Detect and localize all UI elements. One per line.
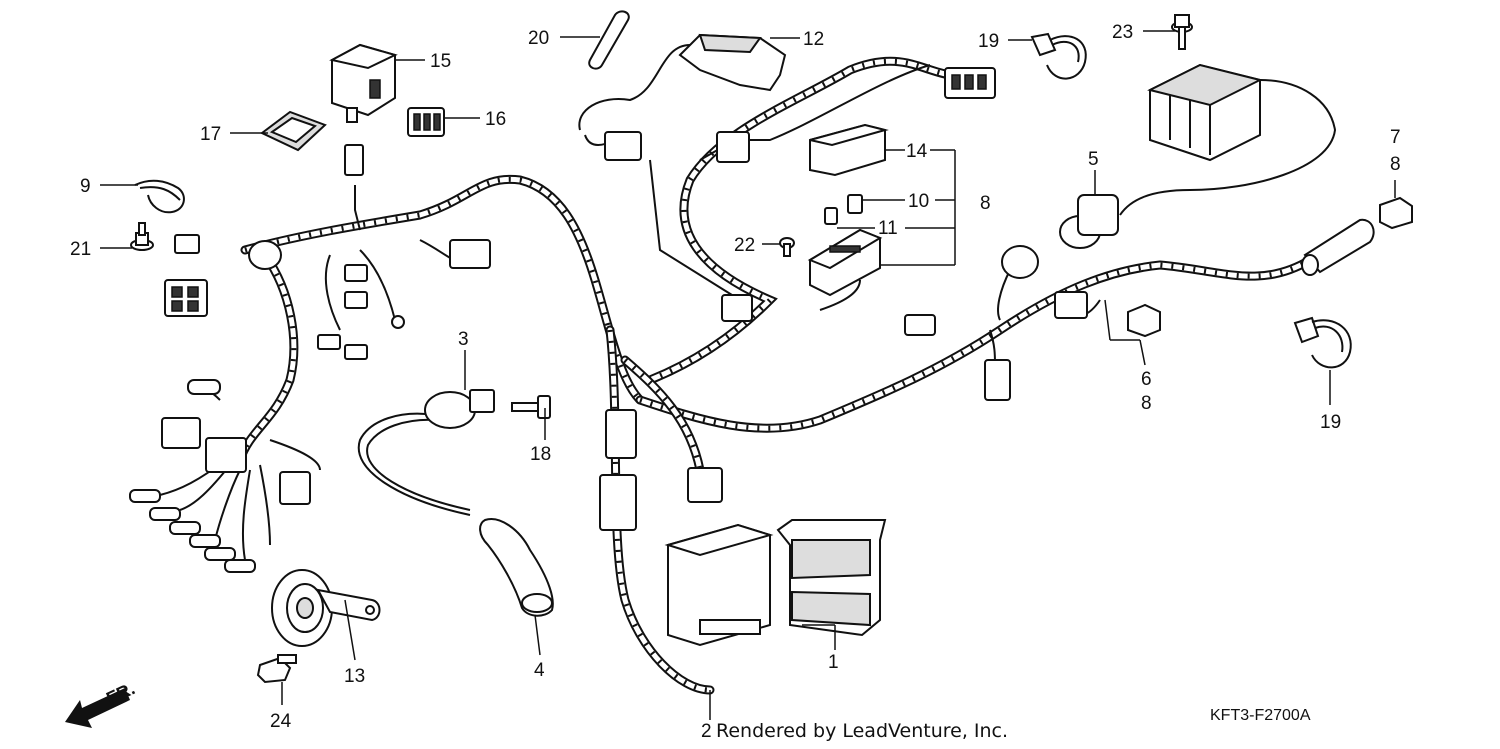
render-credit: Rendered by LeadVenture, Inc. bbox=[716, 720, 1008, 742]
callout-9: 9 bbox=[80, 176, 91, 197]
clamp-9 bbox=[134, 179, 185, 214]
center-connectors bbox=[599, 131, 753, 531]
callout-10: 10 bbox=[908, 191, 929, 212]
box-1 bbox=[776, 519, 887, 637]
bolt-21 bbox=[130, 222, 154, 251]
control-unit-2 bbox=[664, 523, 774, 647]
harness-cover-12 bbox=[678, 33, 787, 92]
left-terminals bbox=[129, 489, 256, 573]
left-connectors bbox=[161, 144, 491, 505]
callout-11: 11 bbox=[878, 218, 898, 239]
band-clip-20 bbox=[588, 10, 630, 70]
regulator-rectifier bbox=[1147, 63, 1263, 162]
callout-6: 6 bbox=[1141, 369, 1152, 390]
horn-13 bbox=[271, 569, 381, 647]
callout-14: 14 bbox=[906, 141, 928, 162]
relay-7 bbox=[1379, 196, 1413, 230]
cushion-17 bbox=[260, 110, 327, 152]
callout-16: 16 bbox=[485, 109, 506, 130]
bolt-24 bbox=[256, 654, 297, 684]
callout-12: 12 bbox=[803, 29, 824, 50]
callout-15: 15 bbox=[430, 51, 451, 72]
callout-7: 7 bbox=[1390, 127, 1401, 148]
fuse-10 bbox=[847, 194, 863, 214]
relay-15 bbox=[329, 43, 398, 123]
callout-3: 3 bbox=[458, 329, 469, 350]
callout-1: 1 bbox=[828, 652, 839, 673]
unit-14 bbox=[809, 123, 889, 177]
right-cylinder bbox=[1301, 218, 1375, 276]
rubber-boot-4 bbox=[479, 518, 554, 617]
bolt-23 bbox=[1171, 14, 1193, 50]
main-harness bbox=[235, 56, 1315, 695]
upper-right-connector bbox=[944, 67, 996, 99]
fuse-box bbox=[807, 228, 883, 297]
front-direction-arrow bbox=[65, 688, 130, 728]
diagram-code: KFT3-F2700A bbox=[1210, 707, 1311, 724]
bolt-18 bbox=[511, 395, 551, 419]
callout-22: 22 bbox=[734, 235, 755, 256]
right-connectors bbox=[904, 245, 1088, 401]
callout-6-8: 8 bbox=[1141, 393, 1152, 414]
screw-22 bbox=[779, 237, 795, 257]
callout-19-upper: 19 bbox=[978, 31, 999, 52]
callout-4: 4 bbox=[534, 660, 545, 681]
socket-5 bbox=[1059, 194, 1119, 249]
callout-20: 20 bbox=[528, 28, 549, 49]
callout-24: 24 bbox=[270, 711, 292, 732]
callout-19-lower: 19 bbox=[1320, 412, 1341, 433]
callout-21: 21 bbox=[70, 239, 91, 260]
callout-23: 23 bbox=[1112, 22, 1133, 43]
fuse-11 bbox=[824, 207, 838, 225]
callout-18: 18 bbox=[530, 444, 551, 465]
callout-labels: 1 2 3 4 5 6 8 7 8 8 9 10 11 12 13 14 15 … bbox=[70, 22, 1401, 742]
switch-3 bbox=[357, 389, 495, 516]
band-19-upper bbox=[1030, 32, 1087, 80]
band-19-lower bbox=[1293, 316, 1352, 369]
callout-17: 17 bbox=[200, 124, 221, 145]
leader-lines bbox=[100, 30, 1396, 720]
callout-7-8: 8 bbox=[1390, 154, 1401, 175]
callout-5: 5 bbox=[1088, 149, 1099, 170]
callout-8: 8 bbox=[980, 193, 991, 214]
callout-2: 2 bbox=[701, 721, 712, 742]
relay-6 bbox=[1127, 303, 1161, 338]
callout-13: 13 bbox=[344, 666, 365, 687]
connector-16 bbox=[407, 107, 445, 137]
